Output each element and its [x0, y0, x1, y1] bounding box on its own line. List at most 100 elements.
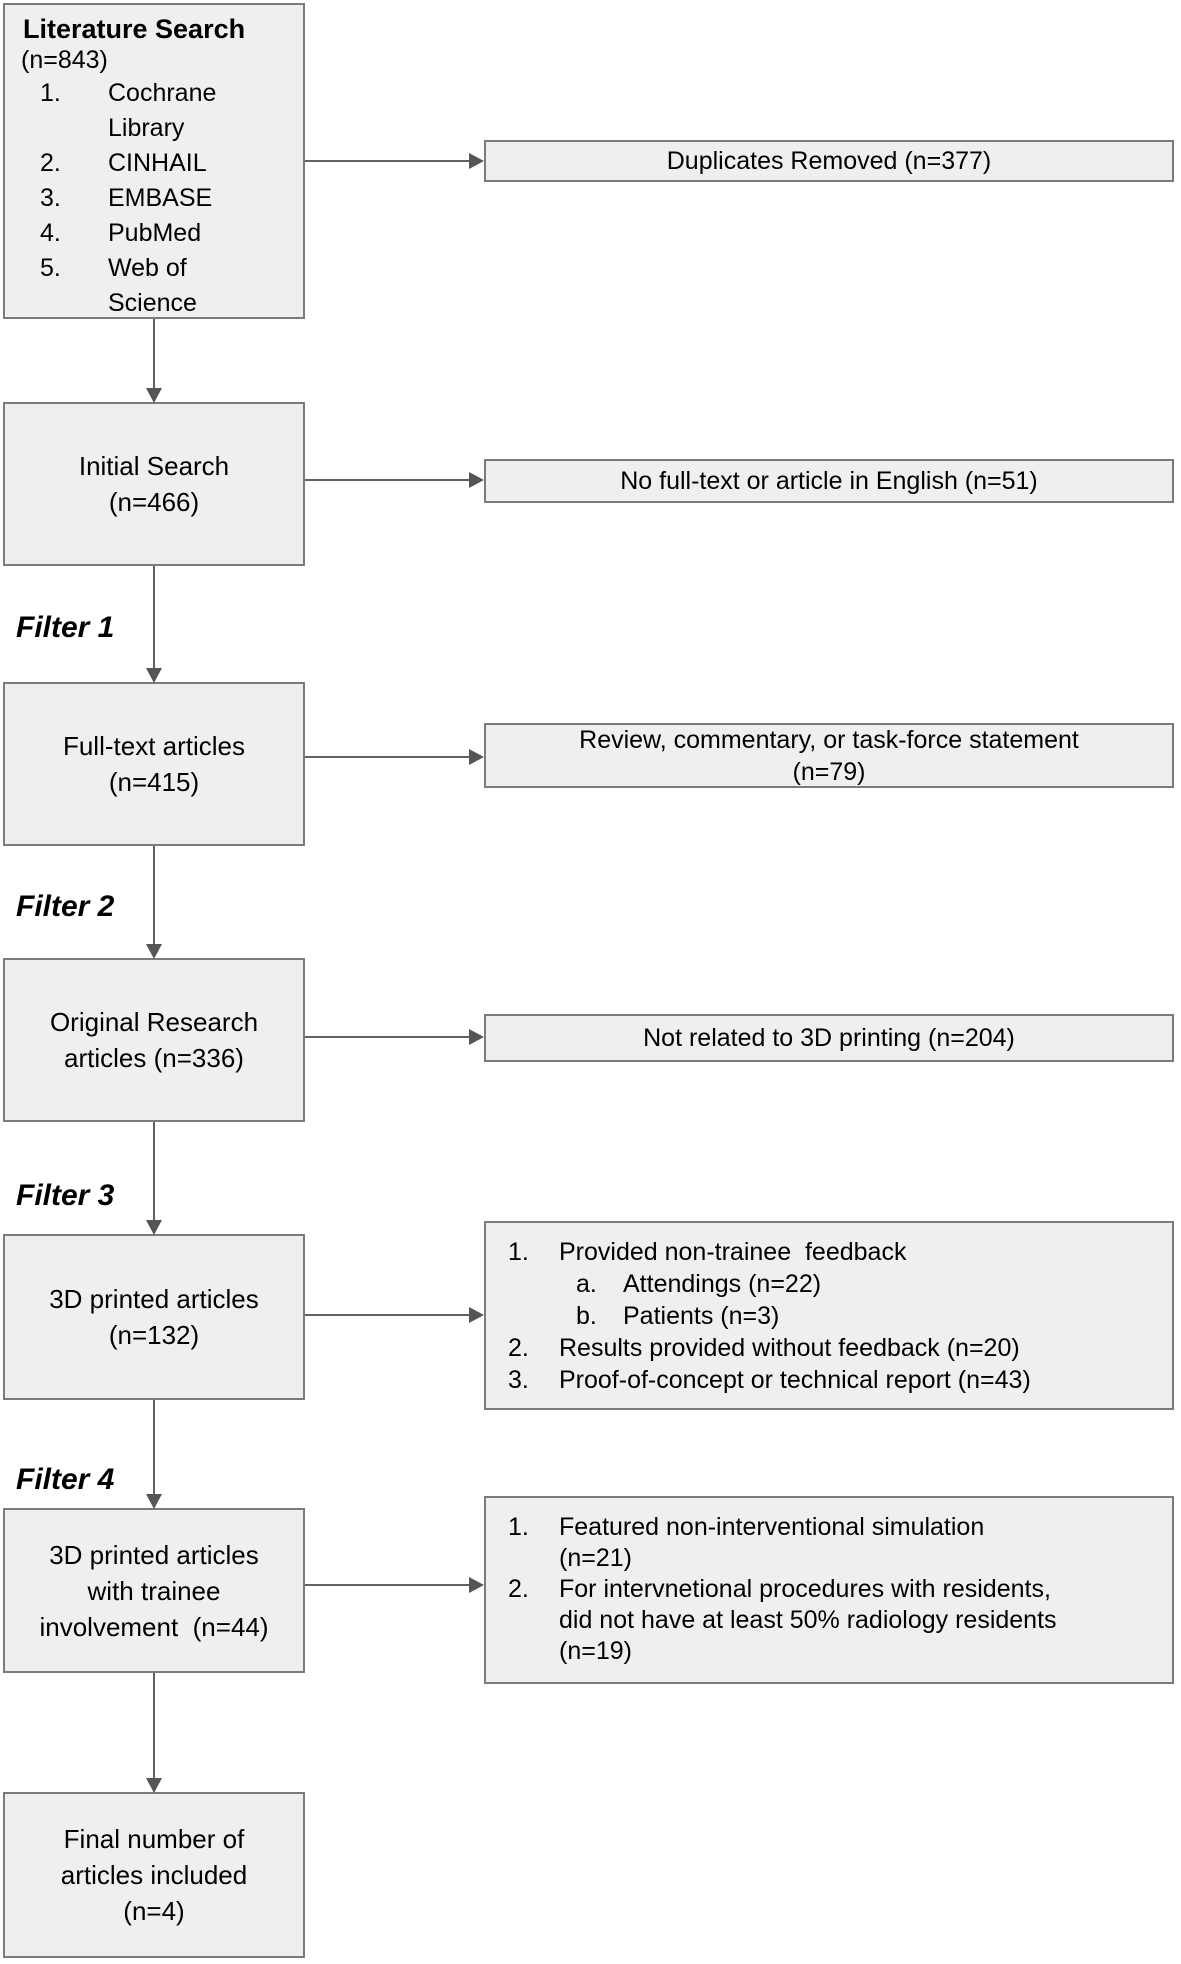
list-text: PubMed — [108, 216, 303, 251]
arrowhead-down-icon — [146, 1778, 162, 1793]
list-item: 2. Results provided without feedback (n=… — [486, 1332, 1172, 1364]
text-line: Full-text articles — [62, 731, 246, 761]
text-line: Featured non-interventional simulation — [559, 1513, 985, 1541]
list-marker: b. — [576, 1302, 597, 1330]
text-line: did not have at least 50% radiology resi… — [559, 1606, 1057, 1634]
list-text: Cochrane Library — [108, 76, 303, 146]
text-line: Results provided without feedback (n=20) — [559, 1334, 1020, 1362]
list-text: Patients (n=3) — [623, 1300, 1172, 1332]
text-line: (n=466) — [108, 487, 200, 517]
list-marker: 2. — [508, 1575, 529, 1603]
list-item: 5. Web of Science — [5, 251, 303, 321]
text-line: 3D printed articles — [49, 1284, 259, 1314]
stage-title: Literature Search — [23, 14, 246, 44]
text-line: Not related to 3D printing (n=204) — [643, 1024, 1015, 1052]
text-line: No full-text or article in English (n=51… — [620, 467, 1038, 495]
text-line: Proof-of-concept or technical report (n=… — [559, 1366, 1031, 1394]
stage-count: (n=843) — [21, 46, 108, 74]
list-marker: 1. — [508, 1513, 529, 1541]
list-item: 1. Provided non-trainee feedback — [486, 1236, 1172, 1268]
text-line: Web of — [108, 254, 187, 282]
exclusion-box-review: Review, commentary, or task-force statem… — [484, 723, 1174, 788]
arrowhead-down-icon — [146, 1220, 162, 1235]
list-marker: 2. — [40, 149, 61, 177]
list-text: Featured non-interventional simulation (… — [559, 1512, 1172, 1574]
text-line: (n=19) — [559, 1637, 632, 1665]
connector-line — [305, 1584, 471, 1586]
filter-2-label: Filter 2 — [16, 890, 115, 923]
connector-line — [153, 1122, 155, 1221]
database-list: 1. Cochrane Library 2. CINHAIL 3. EMBASE — [5, 76, 303, 321]
text-line: (n=4) — [123, 1896, 185, 1926]
connector-line — [305, 479, 471, 481]
list-marker: 3. — [508, 1366, 529, 1394]
connector-line — [153, 1673, 155, 1779]
exclusion-box-not-3d: Not related to 3D printing (n=204) — [484, 1014, 1174, 1062]
list-text: EMBASE — [108, 181, 303, 216]
list-item: 1. Cochrane Library — [5, 76, 303, 146]
connector-line — [305, 756, 471, 758]
list-marker: 1. — [508, 1238, 529, 1266]
connector-line — [153, 566, 155, 669]
list-marker: 3. — [40, 184, 61, 212]
text-line: (n=132) — [108, 1320, 200, 1350]
list-item: 2. For intervnetional procedures with re… — [486, 1574, 1172, 1667]
text-line: Patients (n=3) — [623, 1302, 780, 1330]
list-marker: 1. — [40, 79, 61, 107]
stage-box-3d-printed-trainee: 3D printed articles with trainee involve… — [3, 1508, 305, 1673]
text-line: EMBASE — [108, 184, 213, 212]
text-line: Attendings (n=22) — [623, 1270, 822, 1298]
text-line: PubMed — [108, 219, 202, 247]
list-item: 3. Proof-of-concept or technical report … — [486, 1364, 1172, 1396]
list-text: For intervnetional procedures with resid… — [559, 1574, 1172, 1667]
list-text: Provided non-trainee feedback — [559, 1236, 1172, 1268]
arrowhead-right-icon — [469, 1307, 484, 1323]
list-text: Proof-of-concept or technical report (n=… — [559, 1364, 1172, 1396]
text-line: Provided non-trainee feedback — [559, 1238, 907, 1266]
arrowhead-down-icon — [146, 668, 162, 683]
arrowhead-right-icon — [469, 153, 484, 169]
arrowhead-right-icon — [469, 472, 484, 488]
arrowhead-right-icon — [469, 749, 484, 765]
stage-box-full-text-articles: Full-text articles (n=415) — [3, 682, 305, 846]
exclusion-box-duplicates: Duplicates Removed (n=377) — [484, 140, 1174, 182]
arrowhead-down-icon — [146, 944, 162, 959]
text-line: CINHAIL — [108, 149, 207, 177]
exclusion-box-no-full-text: No full-text or article in English (n=51… — [484, 459, 1174, 503]
list-item: 4. PubMed — [5, 216, 303, 251]
connector-line — [305, 1036, 471, 1038]
list-marker: 5. — [40, 254, 61, 282]
list-text: Results provided without feedback (n=20) — [559, 1332, 1172, 1364]
arrowhead-right-icon — [469, 1029, 484, 1045]
text-line: Initial Search — [78, 451, 230, 481]
stage-box-literature-search: Literature Search (n=843) 1. Cochrane Li… — [3, 3, 305, 319]
connector-line — [153, 1400, 155, 1495]
filter-4-label: Filter 4 — [16, 1463, 115, 1496]
connector-line — [153, 319, 155, 389]
text-line: articles included — [60, 1860, 248, 1890]
connector-line — [305, 1314, 471, 1316]
stage-box-final-included: Final number of articles included (n=4) — [3, 1792, 305, 1958]
text-line: involvement (n=44) — [39, 1611, 269, 1642]
connector-line — [305, 160, 471, 162]
stage-box-original-research: Original Research articles (n=336) — [3, 958, 305, 1122]
text-line: Library — [108, 114, 185, 142]
filter-3-label: Filter 3 — [16, 1179, 115, 1212]
text-line: Final number of — [63, 1824, 245, 1854]
list-text: Attendings (n=22) — [623, 1268, 1172, 1300]
list-item: b. Patients (n=3) — [486, 1300, 1172, 1332]
text-line: with trainee — [87, 1575, 221, 1606]
text-line: Original Research — [49, 1007, 259, 1037]
arrowhead-down-icon — [146, 1494, 162, 1509]
text-line: Science — [108, 289, 197, 317]
text-line: Duplicates Removed (n=377) — [666, 147, 992, 175]
filter-1-label: Filter 1 — [16, 611, 115, 644]
list-text: CINHAIL — [108, 146, 303, 181]
stage-box-3d-printed-articles: 3D printed articles (n=132) — [3, 1234, 305, 1400]
text-line: For intervnetional procedures with resid… — [559, 1575, 1051, 1603]
arrowhead-down-icon — [146, 388, 162, 403]
text-line: (n=21) — [559, 1544, 632, 1572]
list-marker: a. — [576, 1270, 597, 1298]
list-marker: 4. — [40, 219, 61, 247]
list-item: 3. EMBASE — [5, 181, 303, 216]
